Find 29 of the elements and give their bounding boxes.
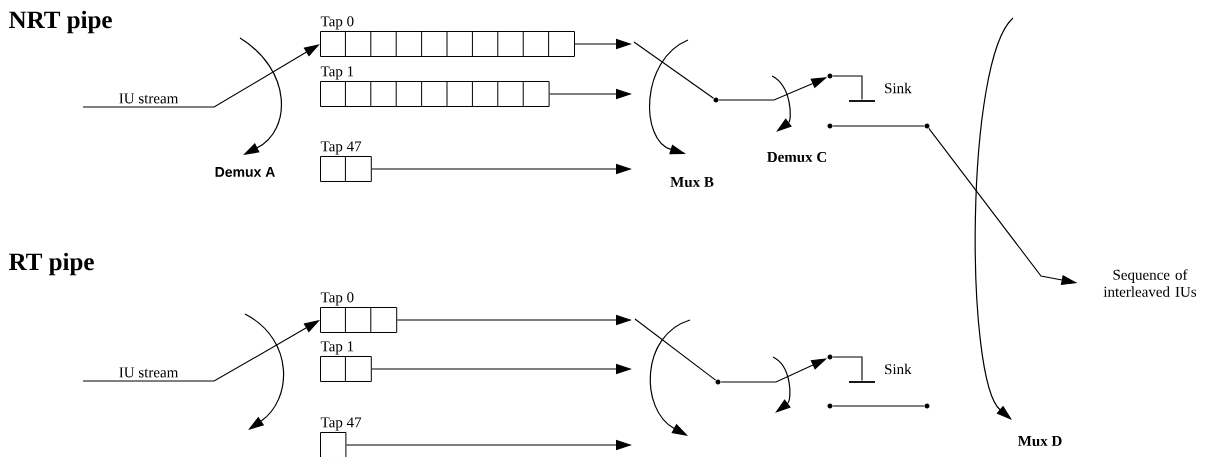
- node-label: Tap 1: [320, 341, 354, 355]
- node-label: Tap 0: [320, 16, 354, 30]
- pipe-title: NRT pipe: [9, 10, 112, 34]
- queue-buffer: Tap 1: [320, 341, 372, 382]
- connector: [832, 75, 863, 101]
- connector: [832, 125, 925, 127]
- sink-label: Sink: [885, 363, 912, 375]
- sink-label: Sink: [885, 82, 912, 94]
- node-label: Tap 1: [320, 66, 354, 80]
- connector: [832, 356, 863, 382]
- node-label: Tap 47: [320, 141, 362, 155]
- queue-buffer: Tap 0: [320, 16, 575, 57]
- connector: [634, 318, 717, 381]
- node-label: Tap 47: [320, 417, 362, 431]
- queue-buffer: Tap 47: [320, 417, 362, 457]
- connector: [633, 41, 715, 99]
- switch-label: Mux D: [1017, 436, 1062, 446]
- switch-label: Demux C: [767, 151, 827, 163]
- switch-label: Mux B: [670, 177, 714, 187]
- connector: [832, 405, 925, 407]
- pipe-title: RT pipe: [9, 252, 94, 276]
- node-label: Tap 0: [320, 292, 354, 306]
- stream-label: IU stream: [119, 93, 179, 104]
- stream-label: IU stream: [119, 367, 179, 378]
- queue-buffer: Tap 1: [320, 66, 550, 107]
- queue-buffer: Tap 0: [320, 292, 398, 333]
- queue-buffer: Tap 47: [320, 141, 372, 182]
- output-label: Sequence of interleaved IUs: [1103, 269, 1197, 297]
- switch-label: Demux A: [215, 167, 275, 177]
